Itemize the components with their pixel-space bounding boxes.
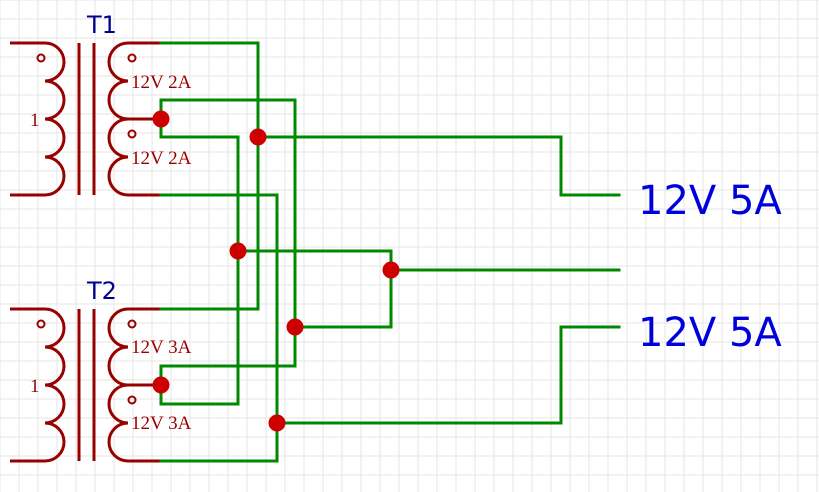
wire-output-2[interactable] bbox=[275, 325, 621, 425]
t2-primary-polarity-dot bbox=[36, 319, 46, 329]
t1-secondary-top-polarity-dot bbox=[127, 53, 137, 63]
junction-output-1[interactable] bbox=[249, 128, 267, 146]
output-label-bottom: 12V 5A bbox=[638, 310, 782, 356]
junction-t1-centertap[interactable] bbox=[152, 110, 170, 128]
t2-primary-ratio-label: 1 bbox=[30, 376, 40, 397]
t1-primary-ratio-label: 1 bbox=[30, 110, 40, 131]
t1-primary-winding bbox=[10, 41, 66, 197]
junction-center-left[interactable] bbox=[229, 242, 247, 260]
wiring bbox=[159, 41, 621, 463]
wire-t2-bottom[interactable] bbox=[159, 421, 279, 463]
t2-secondary-bottom-rating: 12V 3A bbox=[131, 413, 192, 434]
t2-secondary-bottom-polarity-dot bbox=[127, 395, 137, 405]
junctions bbox=[152, 110, 400, 432]
output-label-top: 12V 5A bbox=[638, 178, 782, 224]
t1-primary-polarity-dot bbox=[36, 53, 46, 63]
junction-output-2[interactable] bbox=[268, 414, 286, 432]
junction-center-right[interactable] bbox=[286, 318, 304, 336]
junction-t2-centertap[interactable] bbox=[152, 376, 170, 394]
wire-center-bus[interactable] bbox=[236, 249, 393, 329]
t1-secondary-bottom-polarity-dot bbox=[127, 129, 137, 139]
wire-t1-top[interactable] bbox=[159, 41, 260, 139]
wire-t1-centertap[interactable] bbox=[159, 98, 297, 329]
wire-t2-centertap[interactable] bbox=[159, 325, 297, 387]
transformer-t1[interactable]: T1 1 12V 2A 12V 2A bbox=[10, 11, 192, 197]
wire-t2-top[interactable] bbox=[159, 135, 260, 311]
wire-t2-mid[interactable] bbox=[159, 249, 240, 406]
t1-secondary-bottom-rating: 12V 2A bbox=[131, 148, 192, 169]
t2-secondary-top-rating: 12V 3A bbox=[131, 337, 192, 358]
t2-reference-label: T2 bbox=[86, 277, 117, 305]
wire-t1-bottom[interactable] bbox=[159, 193, 279, 425]
t1-reference-label: T1 bbox=[86, 11, 117, 39]
t2-primary-winding bbox=[10, 307, 66, 463]
transformer-t2[interactable]: T2 1 12V 3A 12V 3A bbox=[10, 277, 192, 463]
junction-center-output[interactable] bbox=[382, 261, 400, 279]
wire-output-1[interactable] bbox=[256, 135, 621, 197]
wire-t1-mid-to-bus[interactable] bbox=[159, 117, 240, 253]
t2-secondary-top-polarity-dot bbox=[127, 319, 137, 329]
t1-secondary-top-rating: 12V 2A bbox=[131, 72, 192, 93]
